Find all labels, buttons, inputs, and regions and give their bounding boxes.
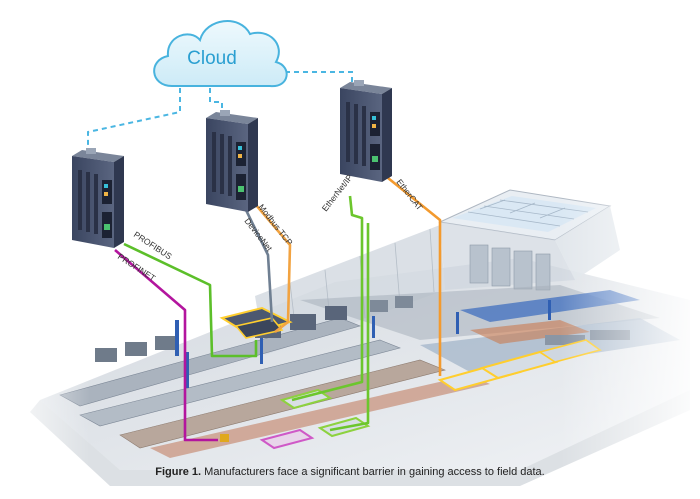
factory-floor-illustration — [0, 180, 700, 486]
caption-label: Figure 1. — [155, 466, 202, 478]
label-ethercat: EtherCAT — [394, 177, 424, 212]
figure-caption: Figure 1. Manufacturers face a significa… — [0, 466, 700, 478]
protocol-cables — [114, 176, 442, 442]
controller-device-right — [340, 80, 392, 182]
controller-device-left — [72, 148, 124, 248]
controller-device-middle — [206, 110, 258, 212]
cloud-icon: Cloud — [153, 20, 288, 88]
label-ethernet-ip: EtherNet/IP — [320, 172, 355, 213]
caption-text: Manufacturers face a significant barrier… — [201, 466, 545, 478]
cloud-label: Cloud — [187, 48, 237, 69]
